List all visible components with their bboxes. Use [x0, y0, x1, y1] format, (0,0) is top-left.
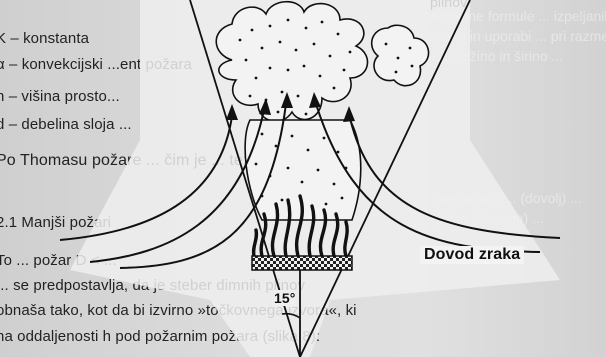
angle-label: 15° — [274, 290, 295, 306]
fuel-bed — [252, 256, 352, 270]
inlet-label: Dovod zraka — [420, 246, 524, 264]
